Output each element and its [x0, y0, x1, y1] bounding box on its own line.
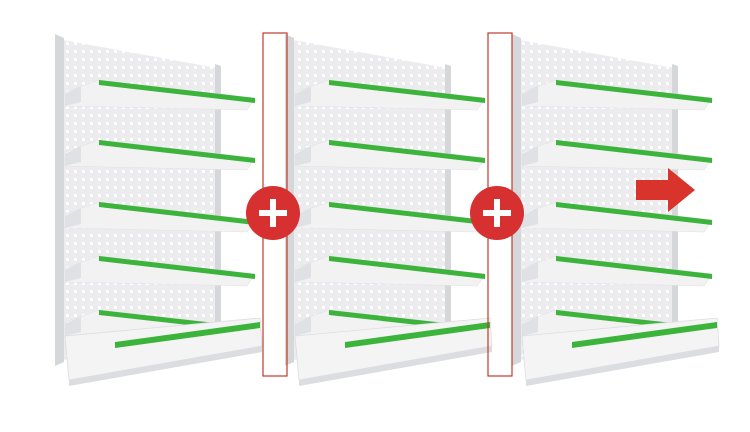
shelf-front-edge	[99, 202, 255, 225]
shelf-unit-1	[55, 34, 263, 386]
shelf-bracket	[295, 208, 311, 228]
shelf-bracket	[295, 146, 311, 166]
base-front-edge	[345, 322, 490, 348]
shelf-bracket	[295, 262, 311, 282]
shelf-bracket	[522, 86, 538, 106]
shelf-front-edge	[556, 80, 712, 103]
arrow-right-icon	[636, 168, 695, 212]
base-kick	[299, 346, 492, 386]
shelf-bracket	[65, 262, 81, 282]
plus-circle-icon	[470, 186, 524, 240]
base-front-edge	[115, 322, 260, 348]
shelf-bracket	[295, 316, 311, 336]
shelf-bracket	[295, 86, 311, 106]
upright-left	[55, 34, 64, 366]
shelf-unit-3	[512, 34, 720, 386]
shelf-front-edge	[99, 80, 255, 103]
base-front-edge	[572, 322, 717, 348]
shelf-front-edge	[329, 80, 485, 103]
shelf-front-edge	[99, 140, 255, 163]
base-kick	[69, 346, 262, 386]
shelf-bracket	[65, 86, 81, 106]
shelf-bracket	[522, 208, 538, 228]
shelf-front-edge	[556, 256, 712, 279]
shelf-bracket	[522, 316, 538, 336]
shelf-front-edge	[329, 256, 485, 279]
shelf-front-edge	[329, 202, 485, 225]
shelf-bracket	[522, 146, 538, 166]
shelf-bracket	[65, 316, 81, 336]
shelf-front-edge	[99, 256, 255, 279]
shelf-bracket	[65, 146, 81, 166]
shelf-front-edge	[556, 202, 712, 225]
shelf-bracket	[65, 208, 81, 228]
base-kick	[526, 346, 719, 386]
plus-circle-icon	[246, 186, 300, 240]
shelf-bracket	[522, 262, 538, 282]
shelf-front-edge	[556, 140, 712, 163]
shelf-front-edge	[329, 140, 485, 163]
shelf-unit-2	[285, 34, 493, 386]
